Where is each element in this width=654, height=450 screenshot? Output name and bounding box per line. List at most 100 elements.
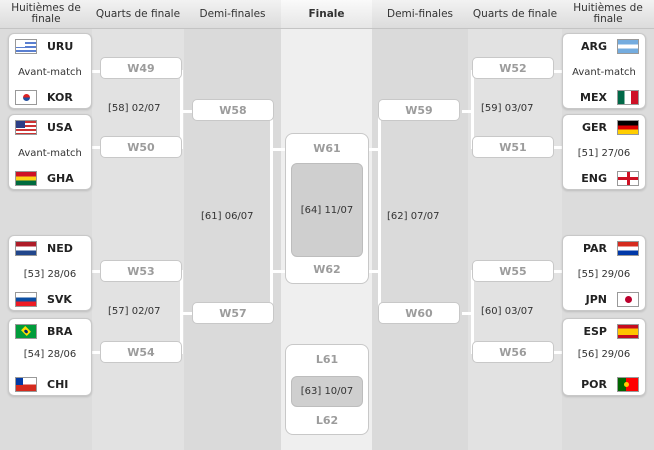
team-code: PAR [582, 241, 607, 255]
match-info-61: [61] 06/07 [201, 211, 254, 222]
match-info-62: [62] 07/07 [387, 211, 440, 222]
team-code: GHA [47, 171, 74, 185]
slovakia-flag-icon [15, 291, 37, 307]
connector-line [378, 110, 381, 314]
slot-w53[interactable]: W53 [100, 260, 182, 282]
match-date: [55] 29/06 [577, 268, 631, 280]
slot-w49[interactable]: W49 [100, 57, 182, 79]
header-r16-right: Huitièmes de finale [562, 0, 654, 29]
match-date: [51] 27/06 [577, 147, 631, 159]
slot-w62[interactable]: W62 [286, 258, 368, 280]
team-row: NED [9, 237, 91, 259]
slot-w52[interactable]: W52 [472, 57, 554, 79]
portugal-flag-icon [617, 376, 639, 392]
connector-line [270, 148, 288, 151]
japan-flag-icon [617, 291, 639, 307]
team-code: GER [581, 120, 607, 134]
argentina-flag-icon [617, 38, 639, 54]
slot-w60[interactable]: W60 [378, 302, 460, 324]
england-flag-icon [617, 170, 639, 186]
team-code: USA [47, 120, 73, 134]
match-card-ned-svk[interactable]: NED [53] 28/06 SVK [8, 235, 92, 311]
mexico-flag-icon [617, 89, 639, 105]
slot-w50[interactable]: W50 [100, 136, 182, 158]
match-date: [56] 29/06 [577, 348, 631, 360]
connector-line [462, 110, 474, 113]
team-row: URU [9, 35, 91, 57]
match-info-58: [58] 02/07 [108, 103, 161, 114]
match-info-59: [59] 03/07 [481, 103, 534, 114]
match-status: Avant-match [18, 66, 82, 78]
slot-w54[interactable]: W54 [100, 341, 182, 363]
match-card-usa-gha[interactable]: USA Avant-match GHA [8, 114, 92, 190]
column-bg-sf-right [372, 0, 468, 450]
slot-w57[interactable]: W57 [192, 302, 274, 324]
match-date: [53] 28/06 [23, 268, 77, 280]
team-row: USA [9, 116, 91, 138]
slot-w55[interactable]: W55 [472, 260, 554, 282]
slot-w61[interactable]: W61 [286, 137, 368, 159]
team-code: ARG [580, 39, 607, 53]
team-code: BRA [47, 324, 73, 338]
spain-flag-icon [617, 323, 639, 339]
third-place-match-info: [63] 10/07 [291, 376, 363, 407]
connector-line [180, 110, 192, 113]
match-info-57: [57] 02/07 [108, 306, 161, 317]
slot-w51[interactable]: W51 [472, 136, 554, 158]
match-card-esp-por[interactable]: ESP [56] 29/06 POR [562, 318, 646, 396]
netherlands-flag-icon [15, 240, 37, 256]
team-code: MEX [580, 90, 607, 104]
korea-flag-icon [15, 89, 37, 105]
team-code: CHI [47, 377, 69, 391]
slot-l61[interactable]: L61 [286, 348, 368, 370]
header-final: Finale [281, 0, 372, 29]
slot-w59[interactable]: W59 [378, 99, 460, 121]
match-date: [54] 28/06 [23, 348, 77, 360]
header-qf-right: Quarts de finale [468, 0, 562, 29]
team-row: ENG [563, 167, 645, 189]
match-info-60: [60] 03/07 [481, 306, 534, 317]
team-row: GHA [9, 167, 91, 189]
slot-l62[interactable]: L62 [286, 409, 368, 431]
match-status: Avant-match [18, 147, 82, 159]
paraguay-flag-icon [617, 240, 639, 256]
team-row: GER [563, 116, 645, 138]
slot-w58[interactable]: W58 [192, 99, 274, 121]
team-row: POR [563, 373, 645, 395]
slot-w56[interactable]: W56 [472, 341, 554, 363]
connector-line [270, 270, 288, 273]
team-row: PAR [563, 237, 645, 259]
uruguay-flag-icon [15, 38, 37, 54]
match-card-uru-kor[interactable]: URU Avant-match KOR [8, 33, 92, 109]
header-qf-left: Quarts de finale [92, 0, 184, 29]
match-card-bra-chi[interactable]: BRA [54] 28/06 CHI [8, 318, 92, 396]
team-row: CHI [9, 373, 91, 395]
connector-line [366, 270, 380, 273]
team-row: JPN [563, 288, 645, 310]
team-code: URU [47, 39, 74, 53]
connector-line [180, 70, 183, 149]
brazil-flag-icon [15, 323, 37, 339]
match-status: Avant-match [572, 66, 636, 78]
chile-flag-icon [15, 376, 37, 392]
team-row: BRA [9, 320, 91, 342]
connector-line [471, 70, 474, 149]
team-row: ARG [563, 35, 645, 57]
team-code: POR [581, 377, 607, 391]
match-card-par-jpn[interactable]: PAR [55] 29/06 JPN [562, 235, 646, 311]
column-bg-sf-left [184, 0, 281, 450]
team-code: ENG [581, 171, 607, 185]
header-sf-right: Demi-finales [372, 0, 468, 29]
team-code: JPN [585, 292, 607, 306]
team-row: SVK [9, 288, 91, 310]
team-code: NED [47, 241, 73, 255]
germany-flag-icon [617, 119, 639, 135]
team-row: ESP [563, 320, 645, 342]
usa-flag-icon [15, 119, 37, 135]
match-card-arg-mex[interactable]: ARG Avant-match MEX [562, 33, 646, 109]
connector-line [462, 312, 474, 315]
match-card-ger-eng[interactable]: GER [51] 27/06 ENG [562, 114, 646, 190]
connector-line [270, 110, 273, 314]
team-code: SVK [47, 292, 72, 306]
